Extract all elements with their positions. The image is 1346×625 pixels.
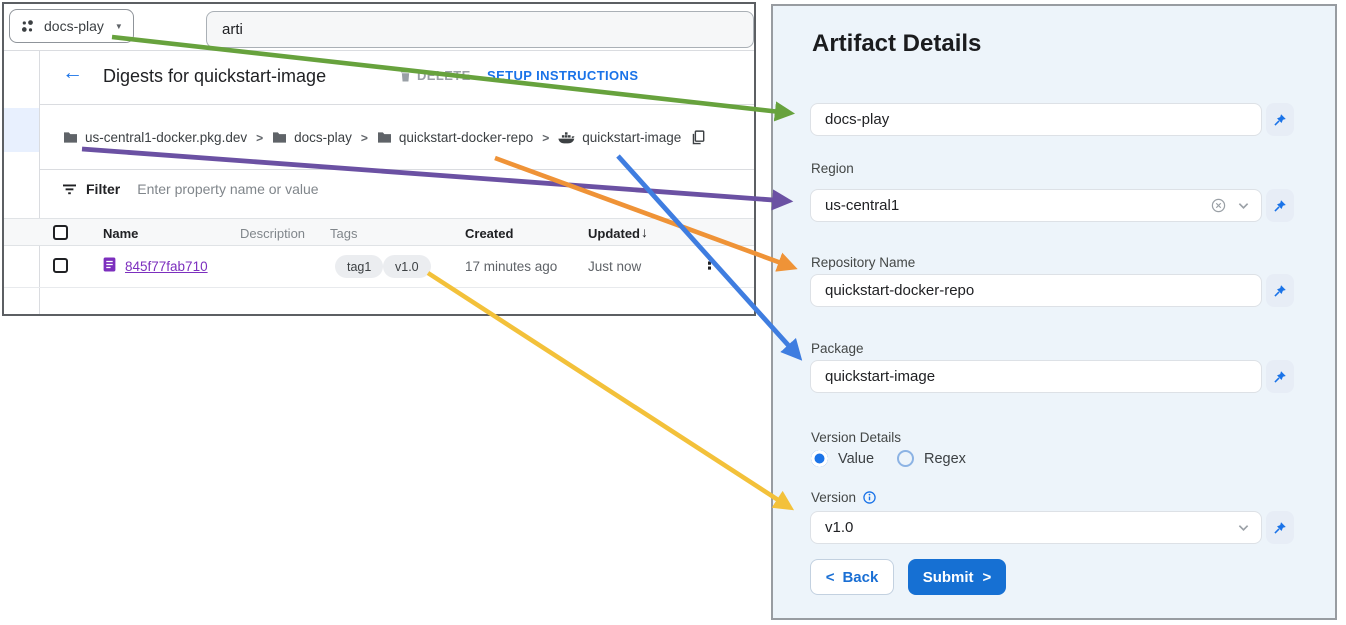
row-checkbox[interactable] — [53, 258, 68, 273]
region-field[interactable]: us-central1 — [810, 189, 1262, 222]
search-bar[interactable]: arti — [206, 11, 754, 48]
column-header-description[interactable]: Description — [240, 226, 306, 241]
chevron-down-icon[interactable] — [1238, 202, 1249, 210]
divider — [4, 50, 754, 51]
folder-icon — [63, 131, 78, 144]
tag-chip[interactable]: tag1 — [335, 255, 384, 278]
breadcrumb-package[interactable]: quickstart-image — [582, 130, 682, 145]
version-details-radios: Value Regex — [811, 450, 966, 467]
back-button[interactable]: ← — [62, 61, 83, 84]
breadcrumb-repository[interactable]: quickstart-docker-repo — [398, 130, 534, 145]
version-label: Version — [811, 490, 857, 505]
repository-label: Repository Name — [811, 255, 916, 270]
sort-desc-icon[interactable]: ↓ — [641, 224, 648, 240]
version-label-row: Version — [811, 490, 876, 505]
submit-button[interactable]: Submit > — [908, 559, 1006, 595]
info-icon[interactable] — [863, 491, 876, 504]
folder-icon — [272, 131, 287, 144]
trash-icon — [400, 69, 411, 82]
column-header-created[interactable]: Created — [465, 226, 514, 241]
digest-link[interactable]: 845f77fab710 — [125, 259, 208, 274]
package-field-value[interactable]: quickstart-image — [825, 368, 936, 385]
project-field-value[interactable]: docs-play — [825, 111, 890, 128]
pin-button[interactable] — [1266, 511, 1294, 544]
project-field[interactable]: docs-play — [810, 103, 1262, 136]
breadcrumb-separator: > — [360, 130, 368, 145]
radio-regex[interactable] — [897, 450, 915, 467]
clear-icon[interactable] — [1211, 198, 1226, 213]
column-header-name[interactable]: Name — [103, 226, 139, 241]
breadcrumb-project[interactable]: docs-play — [294, 130, 352, 145]
pin-button[interactable] — [1266, 360, 1294, 393]
filter-bar[interactable]: Filter — [63, 180, 460, 198]
divider — [40, 104, 754, 105]
chevron-left-icon: < — [825, 568, 835, 586]
breadcrumb: us-central1-docker.pkg.dev > docs-play >… — [63, 130, 705, 145]
version-field-value[interactable]: v1.0 — [825, 519, 854, 536]
region-field-value[interactable]: us-central1 — [825, 197, 900, 214]
region-label: Region — [811, 161, 854, 176]
chevron-right-icon: > — [982, 568, 992, 586]
tag-chip[interactable]: v1.0 — [383, 255, 431, 278]
repository-field[interactable]: quickstart-docker-repo — [810, 274, 1262, 307]
breadcrumb-separator: > — [542, 130, 550, 145]
delete-button[interactable]: DELETE — [400, 68, 471, 83]
panel-title: Artifact Details — [812, 30, 982, 57]
search-input[interactable]: arti — [222, 21, 243, 38]
pin-icon — [1273, 370, 1287, 384]
digest-icon — [103, 257, 116, 272]
repository-field-value[interactable]: quickstart-docker-repo — [825, 282, 975, 299]
created-cell: 17 minutes ago — [465, 259, 558, 274]
sidebar-selected-item[interactable] — [4, 108, 39, 152]
chevron-down-icon[interactable] — [1238, 524, 1249, 532]
page-title: Digests for quickstart-image — [103, 66, 327, 86]
docker-whale-icon — [558, 131, 575, 145]
artifact-details-panel: Artifact Details docs-play Region us-cen… — [771, 4, 1337, 620]
pin-icon — [1273, 113, 1287, 127]
copy-icon[interactable] — [691, 130, 705, 145]
setup-instructions-button[interactable]: SETUP INSTRUCTIONS — [487, 68, 639, 83]
pin-icon — [1273, 284, 1287, 298]
pin-button[interactable] — [1266, 103, 1294, 136]
table-header-row: Name Description Tags Created Updated ↓ — [4, 218, 754, 246]
folder-icon — [377, 131, 392, 144]
breadcrumb-registry-host[interactable]: us-central1-docker.pkg.dev — [85, 130, 248, 145]
project-name: docs-play — [44, 18, 104, 34]
sidebar-divider — [39, 50, 40, 314]
project-selector[interactable]: docs-play ▼ — [9, 9, 134, 43]
breadcrumb-separator: > — [256, 130, 264, 145]
row-menu-button[interactable]: ⋮ — [701, 254, 718, 273]
project-icon — [20, 19, 35, 34]
radio-value-selected[interactable] — [811, 450, 828, 467]
column-header-updated[interactable]: Updated — [588, 226, 640, 241]
column-header-tags[interactable]: Tags — [330, 226, 358, 241]
version-details-label: Version Details — [811, 430, 902, 445]
divider — [40, 169, 754, 170]
version-field[interactable]: v1.0 — [810, 511, 1262, 544]
pin-button[interactable] — [1266, 189, 1294, 222]
select-all-checkbox[interactable] — [53, 225, 68, 240]
pin-icon — [1273, 199, 1287, 213]
chevron-down-icon: ▼ — [114, 21, 123, 31]
updated-cell: Just now — [588, 259, 642, 274]
back-button[interactable]: < Back — [810, 559, 894, 595]
radio-regex-label: Regex — [924, 450, 966, 467]
console-window: docs-play ▼ arti ← Digests for quickstar… — [2, 2, 756, 316]
package-field[interactable]: quickstart-image — [810, 360, 1262, 393]
filter-icon — [63, 184, 77, 195]
pin-button[interactable] — [1266, 274, 1294, 307]
table-row[interactable]: 845f77fab710 tag1 v1.0 17 minutes ago Ju… — [4, 246, 754, 288]
package-label: Package — [811, 341, 864, 356]
filter-label: Filter — [86, 181, 121, 197]
filter-input[interactable] — [135, 180, 460, 198]
radio-value-label: Value — [838, 450, 875, 467]
pin-icon — [1273, 521, 1287, 535]
